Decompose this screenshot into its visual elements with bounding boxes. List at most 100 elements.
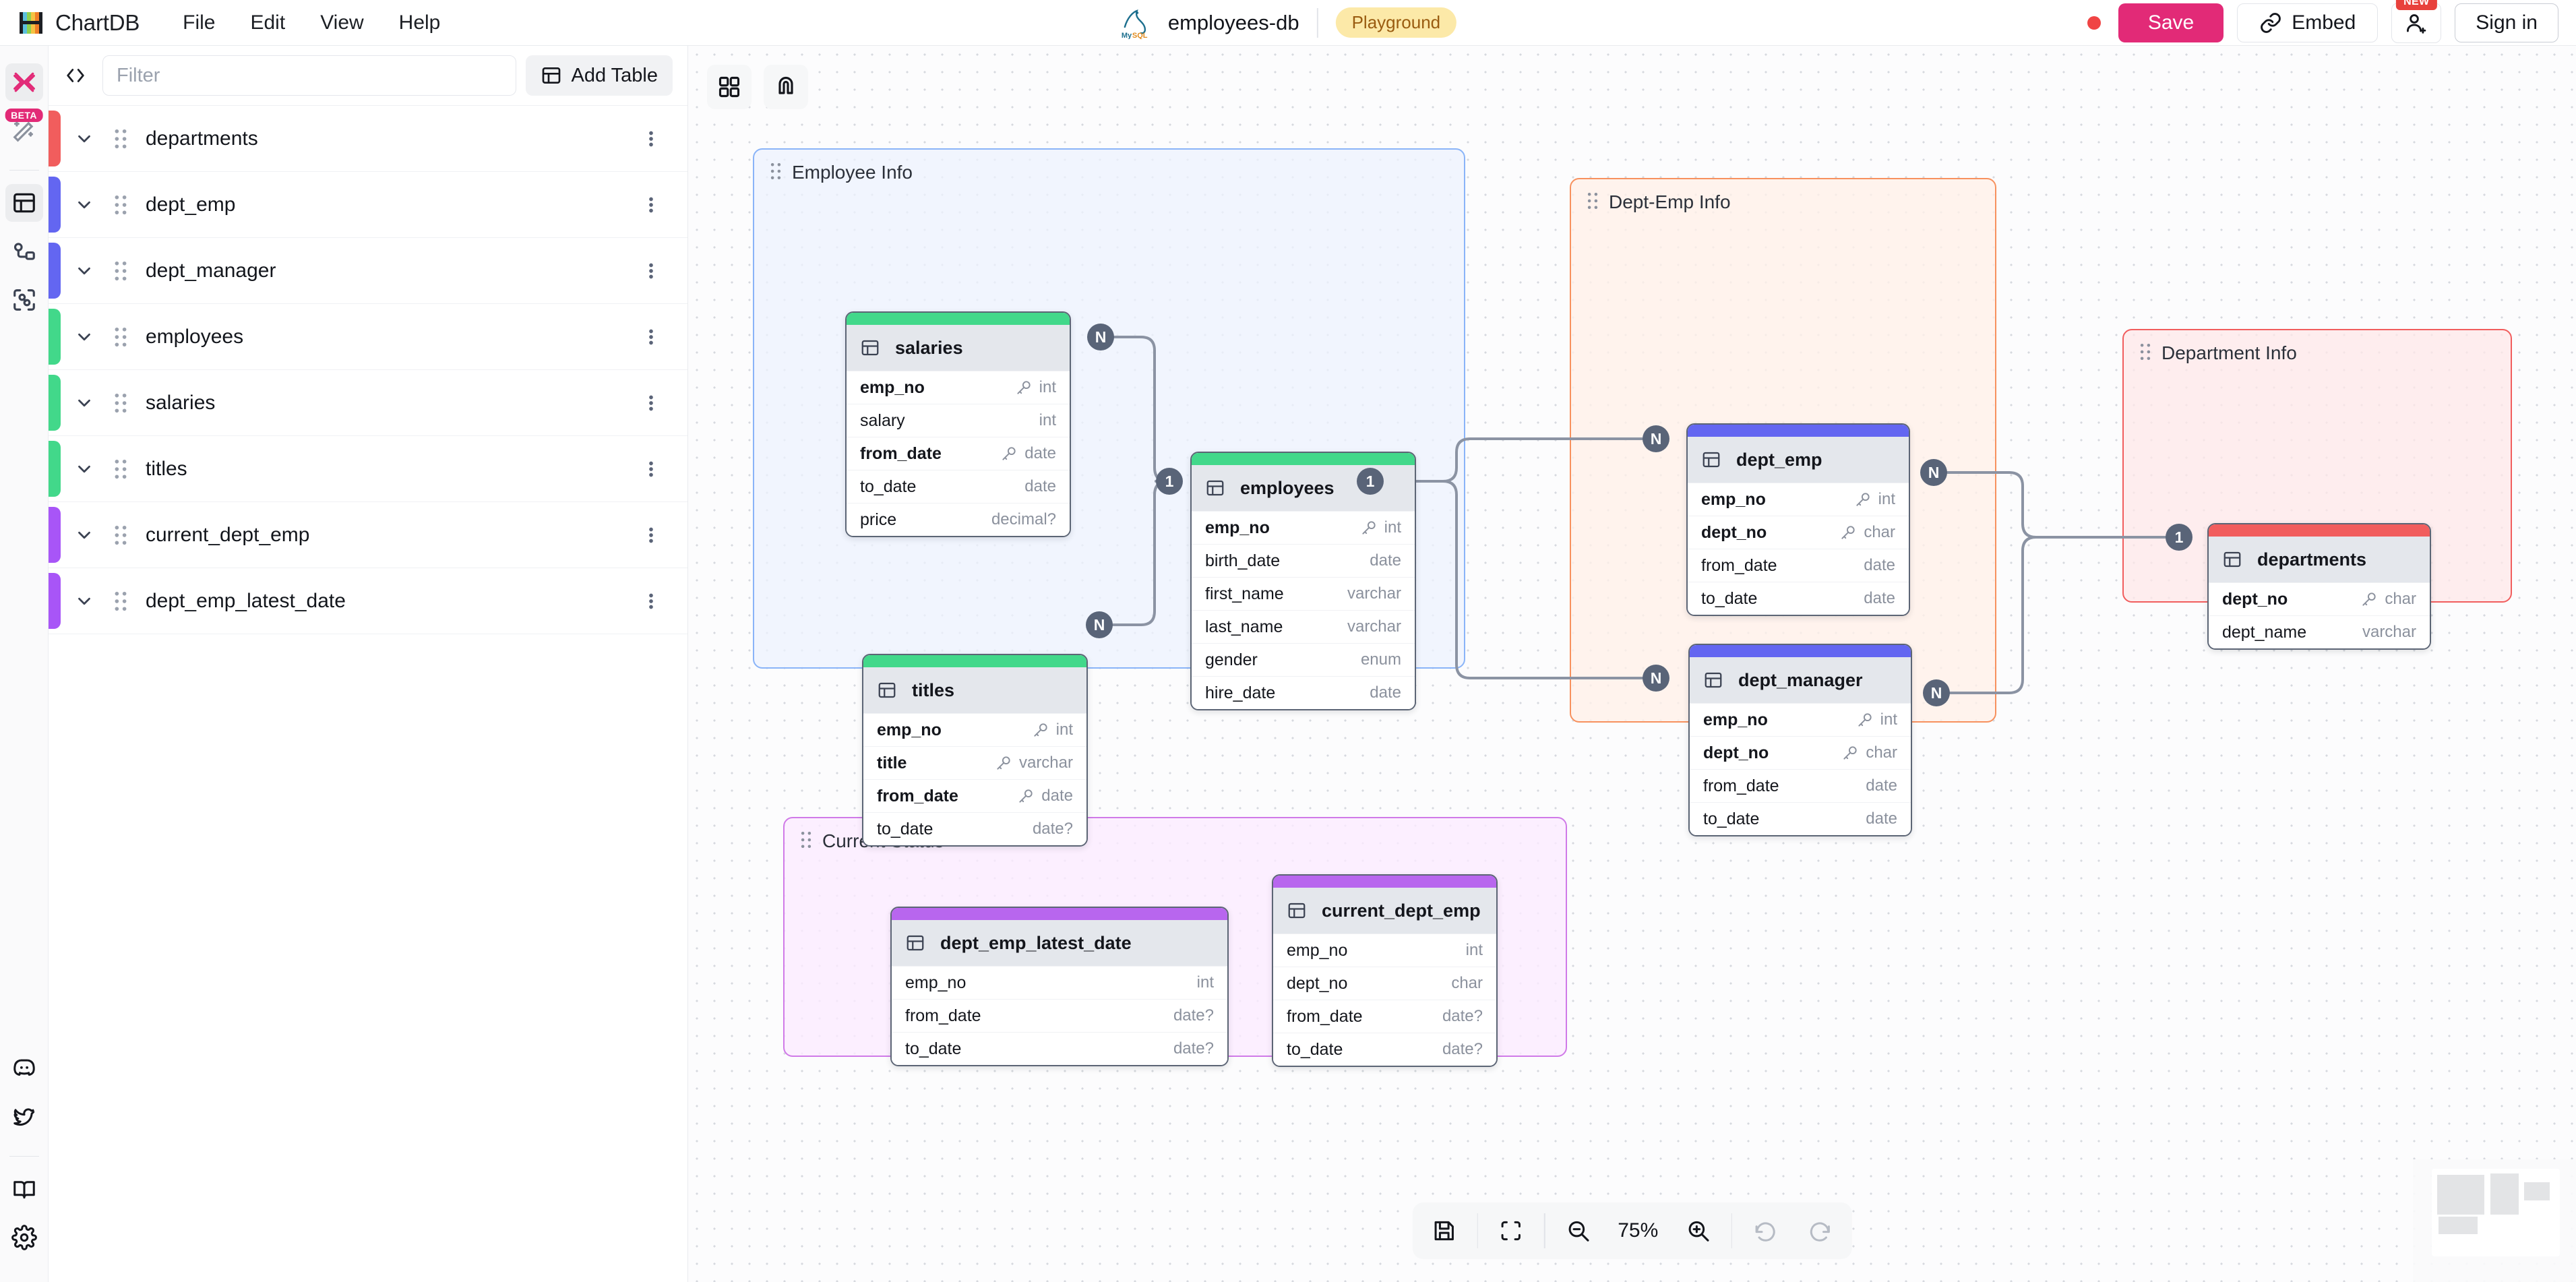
drag-handle[interactable] bbox=[105, 459, 136, 479]
drag-handle[interactable] bbox=[105, 129, 136, 149]
sign-in-button[interactable]: Sign in bbox=[2455, 3, 2558, 42]
fit-view-button[interactable] bbox=[1483, 1207, 1539, 1255]
twitter-icon-button[interactable] bbox=[5, 1098, 43, 1136]
group-header[interactable]: Department Info bbox=[2124, 330, 2511, 364]
diagram-group[interactable]: Employee Info bbox=[753, 148, 1465, 669]
grid-toggle-button[interactable] bbox=[707, 65, 752, 109]
settings-icon-button[interactable] bbox=[5, 1219, 43, 1256]
group-header[interactable]: Employee Info bbox=[754, 150, 1464, 183]
table-options-button[interactable] bbox=[638, 392, 665, 415]
add-table-button[interactable]: Add Table bbox=[525, 55, 673, 96]
group-drag-handle[interactable] bbox=[799, 831, 813, 852]
table-list-item[interactable]: salaries bbox=[49, 370, 687, 436]
expand-table-button[interactable] bbox=[69, 195, 100, 215]
discord-icon-button[interactable] bbox=[5, 1049, 43, 1087]
table-options-button[interactable] bbox=[638, 260, 665, 282]
magnet-snap-button[interactable] bbox=[764, 65, 808, 109]
table-options-button[interactable] bbox=[638, 127, 665, 150]
save-button[interactable]: Save bbox=[2118, 3, 2224, 42]
table-node-header[interactable]: titles bbox=[863, 667, 1086, 713]
table-node-header[interactable]: salaries bbox=[847, 325, 1070, 371]
drag-handle[interactable] bbox=[105, 591, 136, 611]
group-header[interactable]: Dept-Emp Info bbox=[1571, 179, 1995, 213]
table-list-item[interactable]: dept_emp_latest_date bbox=[49, 568, 687, 634]
expand-table-button[interactable] bbox=[69, 327, 100, 347]
expand-table-button[interactable] bbox=[69, 129, 100, 149]
drag-handle[interactable] bbox=[105, 393, 136, 413]
diagrams-icon-button[interactable] bbox=[5, 63, 43, 101]
table-options-button[interactable] bbox=[638, 524, 665, 547]
redo-button[interactable] bbox=[1793, 1207, 1848, 1255]
relationships-icon-button[interactable] bbox=[5, 233, 43, 270]
table-node-header[interactable]: dept_emp bbox=[1688, 437, 1909, 483]
menu-view[interactable]: View bbox=[320, 11, 364, 34]
group-drag-handle[interactable] bbox=[769, 162, 783, 183]
filter-input[interactable] bbox=[102, 55, 516, 96]
minimap[interactable] bbox=[2413, 1159, 2576, 1282]
menu-help[interactable]: Help bbox=[398, 11, 441, 34]
table-node-header[interactable]: departments bbox=[2209, 537, 2430, 582]
drag-handle[interactable] bbox=[105, 261, 136, 281]
table-options-button[interactable] bbox=[638, 193, 665, 216]
table-options-button[interactable] bbox=[638, 458, 665, 481]
expand-table-button[interactable] bbox=[69, 591, 100, 611]
add-user-button[interactable]: NEW bbox=[2391, 0, 2442, 43]
save-diagram-button[interactable] bbox=[1416, 1207, 1471, 1255]
table-list-item[interactable]: dept_emp bbox=[49, 172, 687, 238]
table-options-button[interactable] bbox=[638, 590, 665, 613]
table-list-item[interactable]: employees bbox=[49, 304, 687, 370]
tables-icon-button[interactable] bbox=[5, 184, 43, 222]
zoom-level-value[interactable]: 75% bbox=[1618, 1219, 1659, 1242]
table-options-button[interactable] bbox=[638, 326, 665, 348]
menu-file[interactable]: File bbox=[183, 11, 216, 34]
expand-table-button[interactable] bbox=[69, 525, 100, 545]
zoom-in-button[interactable] bbox=[1670, 1207, 1725, 1255]
table-node-header[interactable]: dept_emp_latest_date bbox=[892, 920, 1227, 966]
table-list-item[interactable]: dept_manager bbox=[49, 238, 687, 304]
undo-button[interactable] bbox=[1738, 1207, 1793, 1255]
drag-handle[interactable] bbox=[105, 195, 136, 215]
table-list-item[interactable]: current_dept_emp bbox=[49, 502, 687, 568]
embed-button[interactable]: Embed bbox=[2237, 3, 2379, 42]
database-title[interactable]: employees-db bbox=[1167, 10, 1299, 34]
dependencies-icon-button[interactable] bbox=[5, 281, 43, 319]
table-node-header[interactable]: current_dept_emp bbox=[1273, 888, 1496, 934]
magic-wand-icon-button[interactable]: BETA bbox=[5, 109, 43, 150]
docs-icon-button[interactable] bbox=[5, 1170, 43, 1208]
